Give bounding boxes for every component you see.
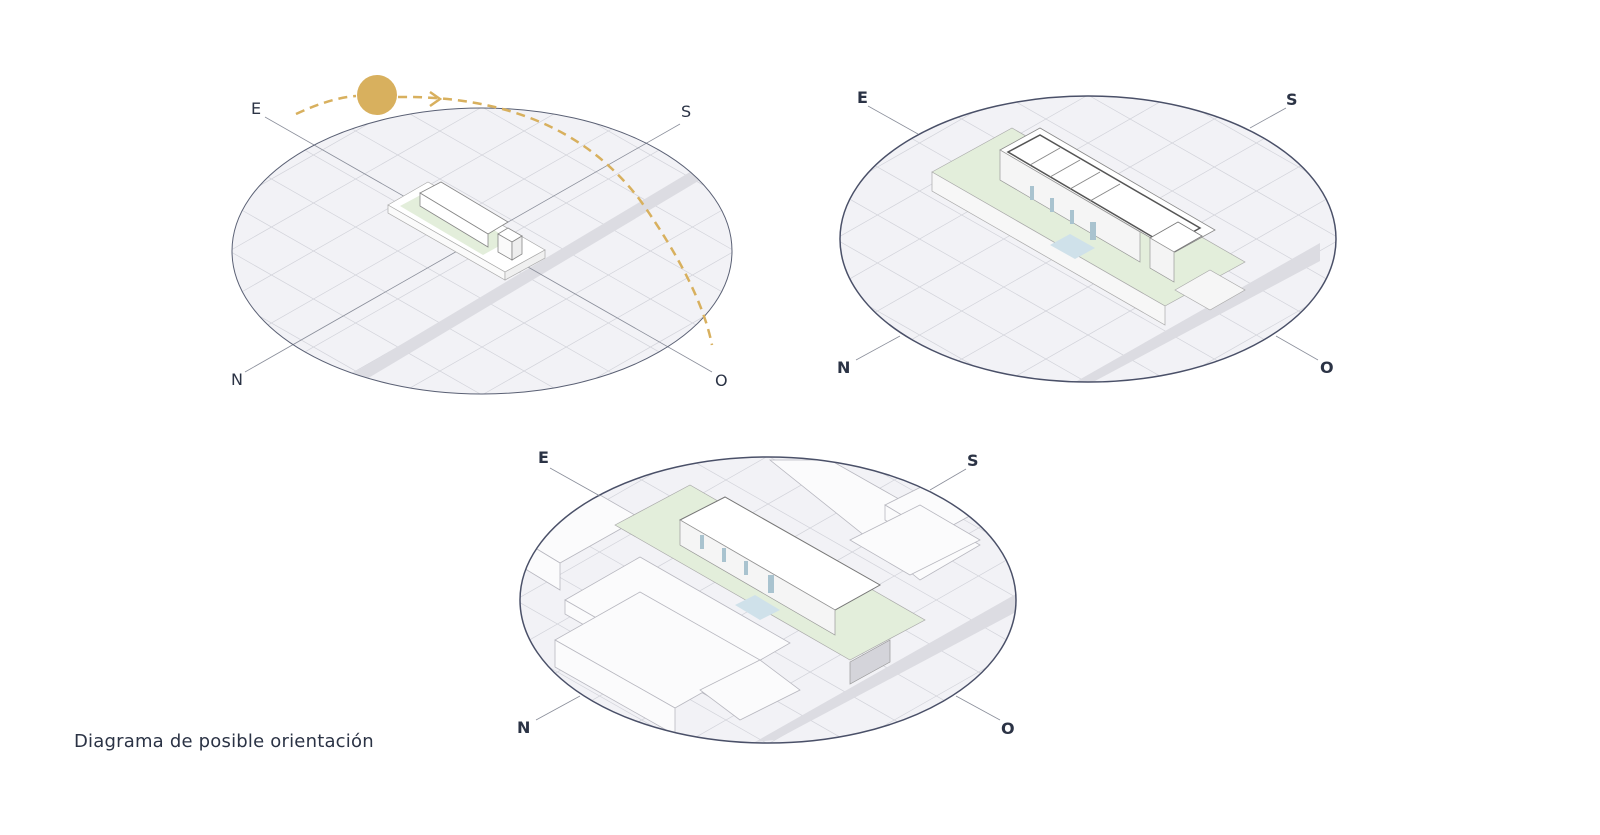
diagram-caption: Diagrama de posible orientación — [74, 731, 374, 752]
grid-line — [267, 176, 613, 374]
grid-line — [409, 210, 722, 389]
sun-path — [295, 94, 357, 116]
house-massing — [387, 181, 546, 281]
south-tick — [1249, 107, 1287, 129]
west-tick — [955, 695, 1001, 721]
compass-north: N — [837, 358, 850, 377]
compass-west: O — [715, 371, 728, 390]
grid-line — [1201, 305, 1308, 367]
grid-line — [483, 107, 733, 250]
compass-south: S — [1286, 90, 1298, 109]
grid-line — [868, 305, 975, 367]
north-tick — [855, 335, 901, 361]
disc-outline — [231, 107, 733, 395]
grid-line — [548, 666, 655, 728]
east-tick — [549, 467, 601, 497]
west-tick — [1275, 335, 1319, 361]
grid-line — [1016, 101, 1327, 280]
compass-north: N — [231, 370, 243, 389]
grid-line — [849, 198, 1160, 377]
grid-line — [594, 315, 705, 379]
grid-line — [259, 123, 370, 187]
grid-line — [1089, 95, 1337, 237]
grid-line — [868, 111, 975, 173]
compass-east: E — [857, 88, 868, 107]
disc-outline — [519, 456, 1017, 744]
compass-west: O — [1001, 719, 1015, 738]
grid-line — [231, 107, 481, 250]
site-diagram-1: E S N O — [231, 75, 733, 395]
grid-line — [231, 252, 481, 395]
east-tick — [867, 105, 919, 135]
road — [345, 172, 700, 386]
compass-east: E — [251, 99, 261, 118]
grid-line — [839, 241, 1087, 383]
sun-path — [397, 95, 714, 346]
grid-line — [259, 315, 370, 379]
grid-line — [242, 210, 555, 389]
road — [755, 594, 1016, 742]
south-tick — [929, 468, 967, 491]
north-tick — [535, 695, 581, 721]
grid-line — [696, 462, 1007, 641]
sun-path-arrow-icon — [429, 90, 443, 108]
house-plan — [931, 127, 1246, 326]
site-diagram-2: E S N O — [837, 88, 1337, 383]
compass-north: N — [517, 718, 530, 737]
site-diagram-3: E S N O — [517, 448, 1017, 744]
compass-west: O — [1320, 358, 1334, 377]
compass-east: E — [538, 448, 549, 467]
compass-south: S — [967, 451, 979, 470]
neighbourhood-blocks — [521, 459, 1016, 742]
sun-icon — [357, 75, 397, 115]
disc-outline — [839, 95, 1337, 383]
compass-south: S — [681, 102, 691, 121]
grid-line — [1201, 111, 1308, 173]
grid-line — [881, 666, 988, 728]
grid-line — [874, 165, 1218, 362]
grid-line — [483, 252, 733, 395]
road — [1070, 243, 1320, 382]
